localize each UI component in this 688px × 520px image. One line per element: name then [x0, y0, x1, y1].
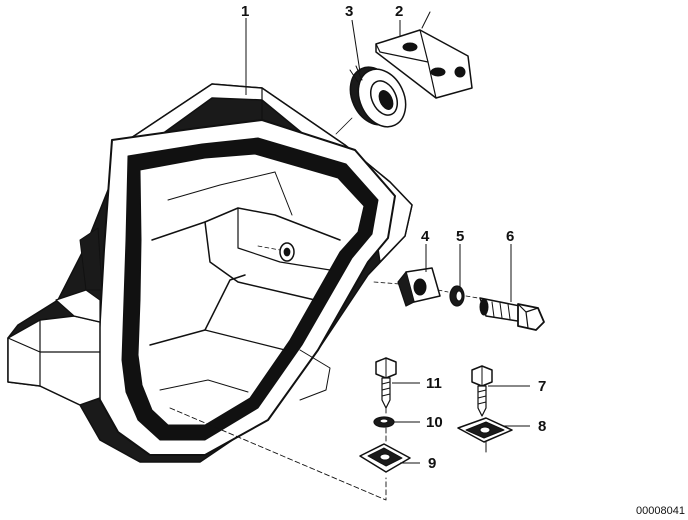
callout-7: 7	[538, 378, 546, 395]
leader-3	[351, 19, 361, 73]
speed-nut-part-left	[359, 443, 411, 473]
washer-part	[449, 285, 465, 307]
callout-11: 11	[426, 375, 442, 392]
bracket-part	[375, 11, 473, 99]
washer-part-lower	[373, 416, 395, 428]
hex-bolt-part	[479, 297, 545, 331]
callout-10: 10	[426, 414, 443, 431]
cover-part	[7, 83, 413, 463]
drawing-number: 00008041	[636, 505, 685, 517]
callout-9: 9	[428, 455, 436, 472]
callout-8: 8	[538, 418, 546, 435]
speed-nut-part-right	[457, 417, 513, 453]
callout-leaders	[245, 18, 530, 464]
clip-nut-part	[397, 267, 441, 307]
callout-4: 4	[421, 228, 430, 245]
screw-part-left	[375, 357, 397, 409]
callout-5: 5	[456, 228, 464, 245]
callout-3: 3	[345, 3, 353, 20]
grommet-part	[349, 65, 407, 128]
assembly-line-bolt	[373, 281, 479, 299]
assembly-line-grommet	[335, 117, 353, 135]
screw-part-right	[471, 365, 493, 417]
callout-6: 6	[506, 228, 514, 245]
callout-2: 2	[395, 3, 403, 20]
assembly-line-lower	[169, 407, 387, 501]
callout-1: 1	[241, 3, 249, 20]
